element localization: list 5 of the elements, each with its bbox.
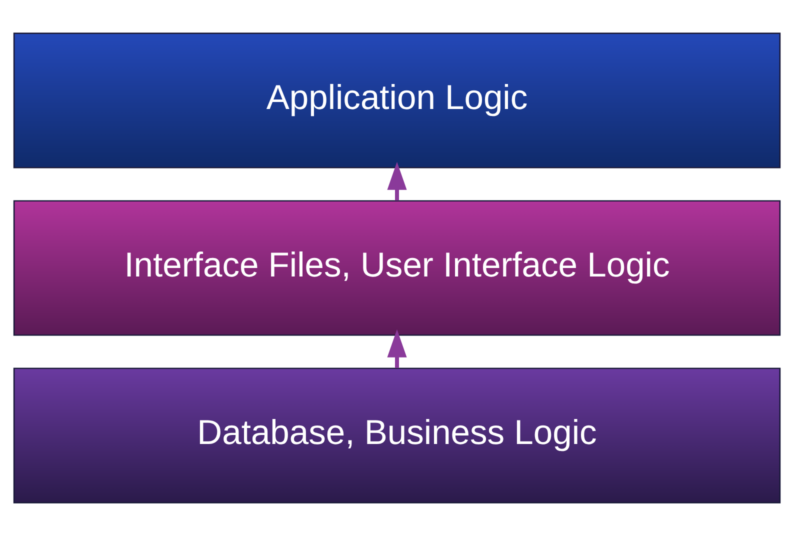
arrow — [387, 161, 407, 200]
arrow — [387, 328, 407, 368]
node-box: Application Logic — [13, 32, 781, 168]
node-box: Database, Business Logic — [13, 367, 781, 503]
node-box: Interface Files, User Interface Logic — [13, 200, 781, 336]
